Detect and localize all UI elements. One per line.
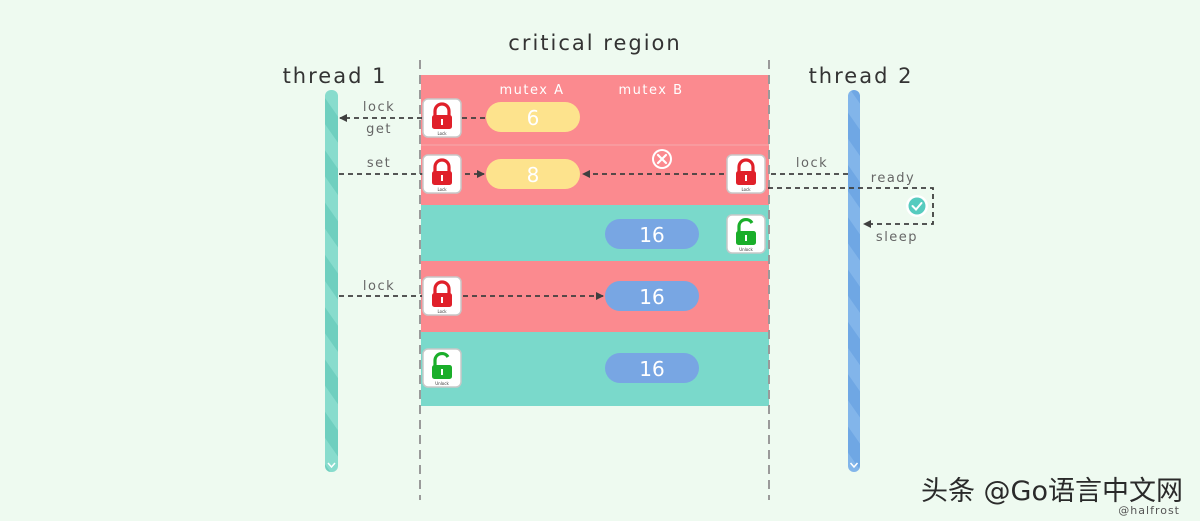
row2-value-pill bbox=[486, 159, 580, 189]
row1-value-pill bbox=[486, 102, 580, 132]
row4-value-pill bbox=[605, 281, 699, 311]
ready-check-icon bbox=[906, 195, 928, 217]
row4-lock-label: lock bbox=[363, 279, 395, 294]
row3-value: 16 bbox=[639, 223, 664, 247]
row1-value: 6 bbox=[527, 106, 540, 130]
row4-value: 16 bbox=[639, 285, 664, 309]
row-4-locked bbox=[421, 261, 769, 332]
thread1-timeline bbox=[325, 90, 338, 472]
row1-lock-label: lock bbox=[363, 100, 395, 115]
row-3-unlocked bbox=[421, 205, 769, 261]
row4-lock-caption: Lock bbox=[437, 309, 447, 314]
row2-lock-label: lock bbox=[796, 156, 828, 171]
row1-get-label: get bbox=[366, 122, 392, 137]
critical-region bbox=[421, 75, 769, 406]
mutex-a-header: mutex A bbox=[500, 83, 565, 98]
sleep-label: sleep bbox=[876, 230, 918, 245]
watermark: 头条 @Go语言中文网 bbox=[921, 476, 1183, 507]
row2-lock-caption: Lock bbox=[437, 187, 447, 192]
row3-value-pill bbox=[605, 219, 699, 249]
row5-value: 16 bbox=[639, 357, 664, 381]
row5-unlock-caption: Unlock bbox=[435, 381, 449, 386]
critical-region-title: critical region bbox=[508, 31, 681, 55]
row1-lock-caption: Lock bbox=[437, 131, 447, 136]
thread2-label: thread 2 bbox=[809, 64, 914, 88]
row3-unlock-caption: Unlock bbox=[739, 247, 753, 252]
row-1-locked bbox=[421, 75, 769, 145]
row2-lock-caption-thread2: Lock bbox=[741, 187, 751, 192]
ready-label: ready bbox=[871, 171, 915, 186]
row-2-locked bbox=[421, 145, 769, 205]
blocked-x-icon bbox=[652, 149, 672, 169]
ready-sleep-loop bbox=[768, 187, 934, 228]
row5-value-pill bbox=[605, 353, 699, 383]
thread2-timeline bbox=[848, 90, 860, 472]
mutex-b-header: mutex B bbox=[618, 83, 683, 98]
row2-set-label: set bbox=[367, 156, 391, 171]
row-5-unlocked bbox=[421, 332, 769, 406]
thread1-label: thread 1 bbox=[283, 64, 388, 88]
row2-value: 8 bbox=[527, 163, 540, 187]
credit-text: @halfrost bbox=[1118, 504, 1180, 517]
